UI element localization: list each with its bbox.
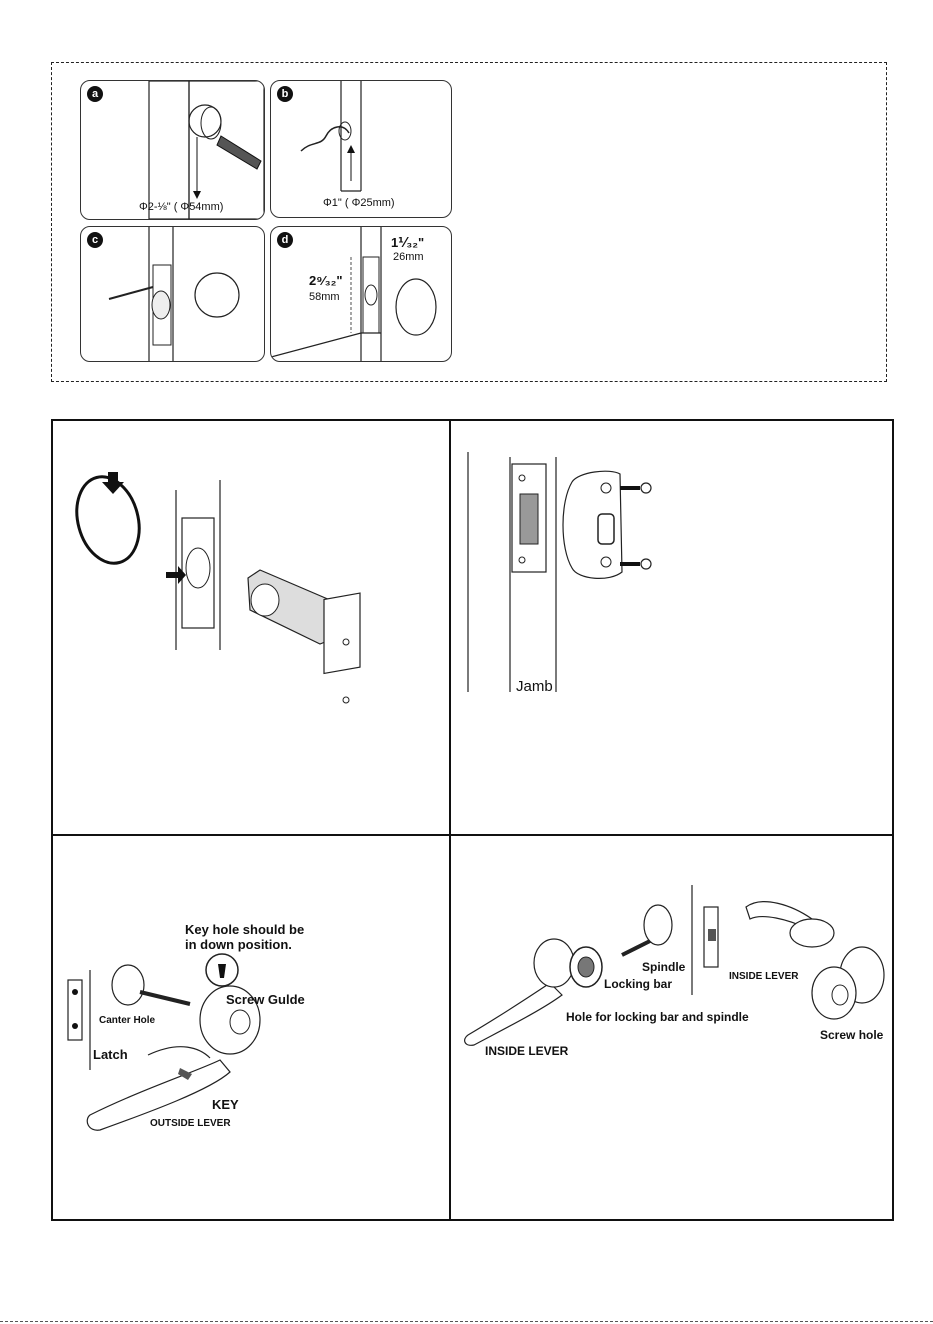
strike-plate-illustration (460, 452, 660, 697)
hole-for-locking-bar-label: Hole for locking bar and spindle (566, 1010, 749, 1024)
page-bottom-dashed-edge (0, 1321, 933, 1322)
drill-panel-d: d 1⅟₃₂" 26mm 2⁹⁄₃₂" 58mm (270, 226, 452, 362)
spindle-label: Spindle (642, 960, 685, 974)
dimension-d-top-mm: 26mm (393, 251, 424, 263)
outside-lever-label: OUTSIDE LEVER (150, 1118, 231, 1129)
center-hole-label: Canter Hole (99, 1015, 155, 1026)
latch-install-illustration (81, 227, 264, 361)
drill-panel-c: c (80, 226, 265, 362)
dimension-d-side-mm: 58mm (309, 291, 340, 303)
inside-lever-label-right: INSIDE LEVER (729, 971, 798, 982)
drill-door-hole-illustration (81, 81, 264, 219)
dimension-a: Φ2-⅛" ( Φ54mm) (139, 201, 223, 213)
drill-panel-a: a Φ2-⅛" ( Φ54mm) (80, 80, 265, 220)
jamb-label: Jamb (516, 678, 553, 695)
grid-divider-horizontal (51, 834, 894, 836)
key-hole-note-line2: in down position. (185, 937, 292, 952)
inside-lever-label-left: INSIDE LEVER (485, 1044, 568, 1058)
grid-divider-vertical (449, 419, 451, 1221)
latch-insert-illustration (60, 460, 440, 690)
screw-guide-label: Screw Gulde (226, 992, 305, 1007)
locking-bar-label: Locking bar (604, 977, 672, 991)
dimension-b: Φ1" ( Φ25mm) (323, 197, 395, 209)
dimension-d-side: 2⁹⁄₃₂" (309, 273, 343, 288)
drill-panel-b: b Φ1" ( Φ25mm) (270, 80, 452, 218)
dimension-d-top: 1⅟₃₂" (391, 235, 424, 251)
latch-label: Latch (93, 1047, 128, 1062)
key-label: KEY (212, 1097, 239, 1112)
key-hole-note-line1: Key hole should be (185, 922, 304, 937)
screw-hole-label: Screw hole (820, 1028, 883, 1042)
